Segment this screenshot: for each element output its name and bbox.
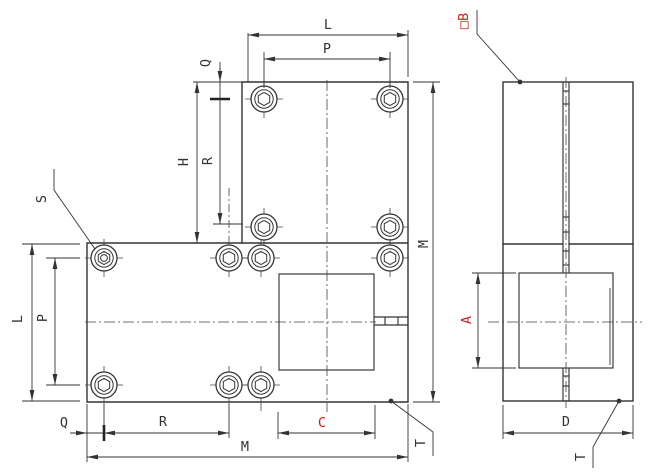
dimension-Q-top: Q: [193, 59, 242, 101]
front-outline: [86, 81, 409, 403]
dimension-L-top: L: [247, 17, 409, 82]
hex-socket-screw-icon: [244, 207, 284, 247]
dimension-R-vertical: R: [200, 99, 243, 225]
dim-label-C-pocket: C: [318, 415, 326, 431]
callout-T-side: T: [573, 398, 622, 468]
clamp-slit-side: [562, 82, 570, 401]
dim-label-P-top: P: [323, 41, 331, 57]
callout-S: S: [34, 169, 96, 250]
dimension-L-left: L: [10, 243, 80, 402]
dim-label-L-left: L: [10, 315, 26, 323]
dim-label-Q-bottom: Q: [60, 415, 68, 431]
dimension-P-top: P: [263, 41, 391, 88]
dimension-Q-bottom: Q: [60, 404, 106, 462]
front-view: L P Q H R: [10, 17, 440, 462]
screws: [84, 79, 410, 405]
dimension-A-boss: A: [459, 272, 516, 369]
dimension-P-left: P: [35, 257, 80, 386]
hex-socket-screw-icon: [241, 238, 281, 278]
callout-T-front: T: [388, 398, 434, 456]
side-view: A D □B T: [456, 10, 642, 468]
hex-socket-screw-pilot-icon: [85, 239, 123, 277]
dim-label-A-boss: A: [459, 316, 475, 324]
callout-label-S: S: [34, 195, 50, 203]
dimension-C-pocket: C: [277, 405, 376, 439]
dim-label-H: H: [176, 158, 192, 166]
dimension-M-height: M: [413, 81, 440, 403]
dim-label-L-top: L: [324, 17, 332, 33]
clamp-slit-front: [374, 316, 408, 326]
dim-label-D-depth: D: [562, 414, 570, 430]
callout-label-B: □B: [456, 13, 472, 29]
callout-label-T-side: T: [573, 453, 589, 461]
dimension-D-depth: D: [502, 405, 634, 439]
dimension-R-bottom: R: [104, 404, 230, 438]
callout-B: □B: [456, 10, 523, 85]
hex-socket-screw-icon: [370, 238, 410, 278]
dim-label-P-left: P: [35, 314, 51, 322]
hex-socket-screw-icon: [84, 365, 124, 405]
dim-label-R-vertical: R: [200, 156, 216, 165]
dim-label-M-height: M: [416, 240, 432, 248]
callout-label-T-front: T: [413, 439, 429, 447]
dim-label-Q-top: Q: [198, 59, 214, 67]
dim-label-R-bottom: R: [159, 414, 168, 430]
leader-dot-icon: [517, 79, 523, 85]
dimension-H: H: [176, 82, 200, 243]
hex-socket-screw-icon: [241, 365, 281, 405]
side-outline: [502, 81, 634, 402]
dim-label-M-bottom: M: [241, 439, 249, 455]
